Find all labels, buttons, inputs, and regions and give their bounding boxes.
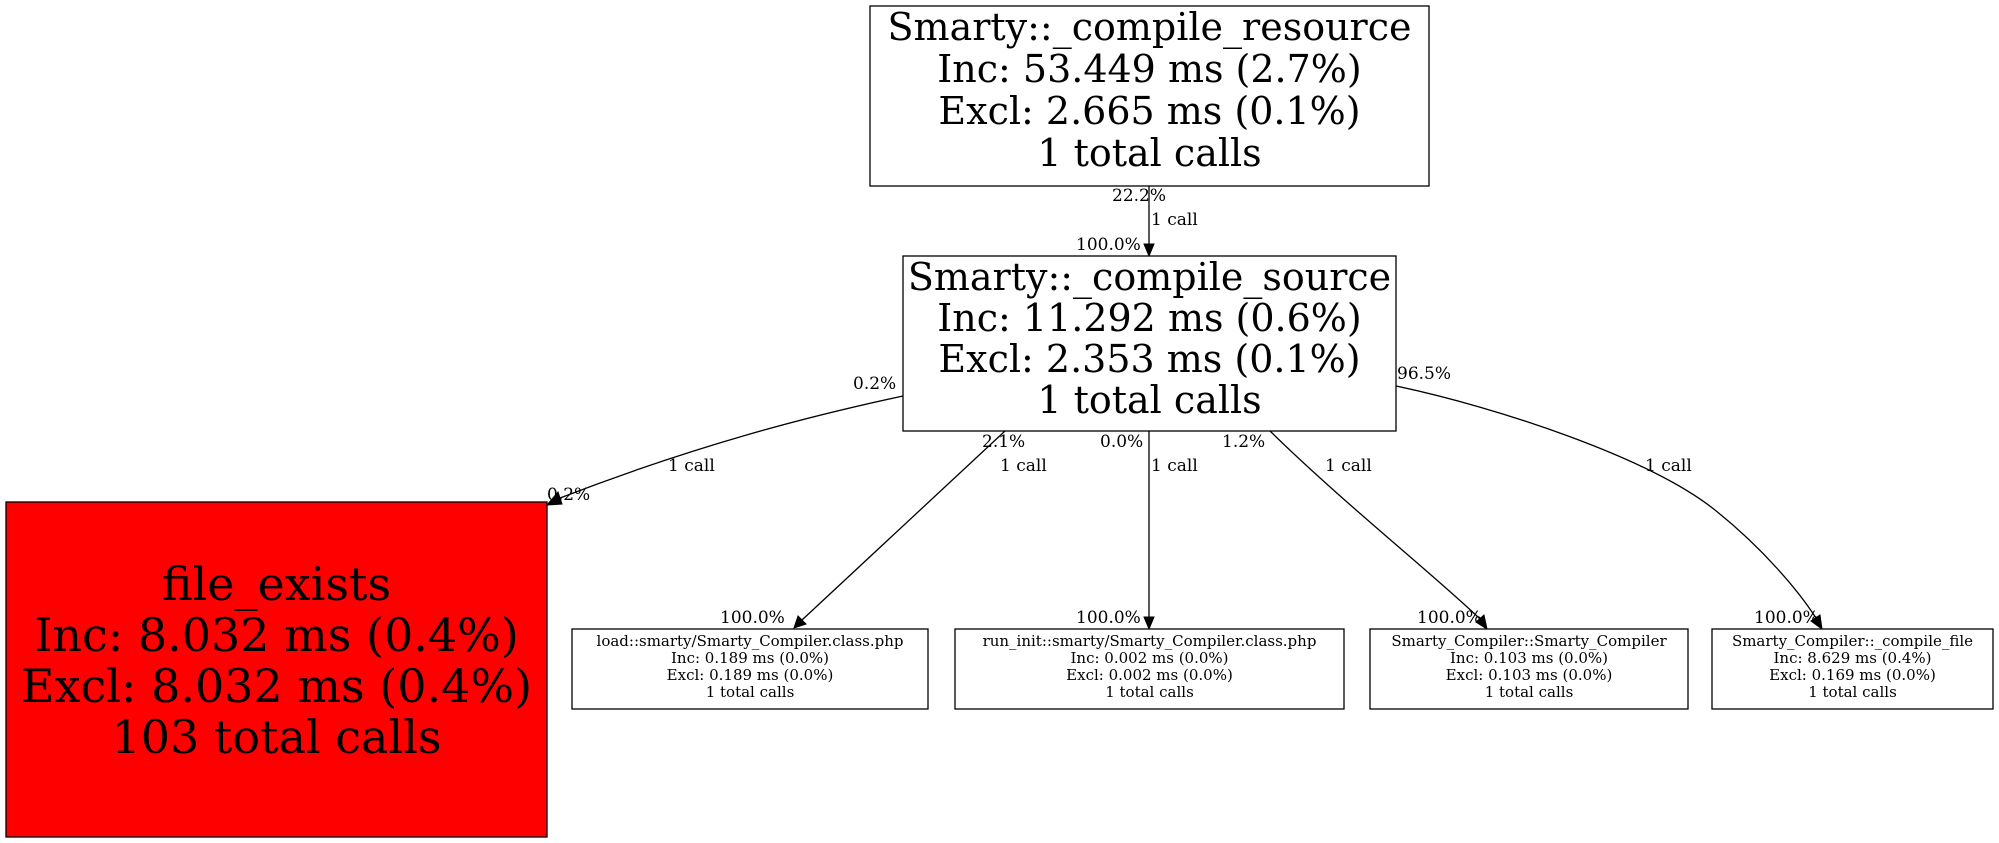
edge-head-label: 100.0% (1417, 608, 1482, 628)
edge-head-label: 100.0% (1076, 235, 1141, 255)
edge-tail-label: 1.2% (1222, 432, 1265, 452)
node-excl: Excl: 0.103 ms (0.0%) (1446, 666, 1613, 684)
node-name: file_exists (162, 557, 391, 611)
node-excl: Excl: 0.169 ms (0.0%) (1769, 666, 1936, 684)
node-compile-source: Smarty::_compile_source Inc: 11.292 ms (… (902, 255, 1397, 432)
edge-tail-label: 2.1% (982, 432, 1025, 452)
edge-compile-source-to-file-exists: 0.2% 1 call 0.2% (545, 374, 904, 506)
node-calls: 1 total calls (1808, 683, 1897, 701)
edge-calls-label: 1 call (1325, 456, 1372, 476)
edge-compile-source-to-compile-file: 96.5% 1 call 100.0% (1395, 364, 1823, 631)
edge-head-label: 100.0% (1076, 608, 1141, 628)
edge-calls-label: 1 call (668, 456, 715, 476)
node-calls: 1 total calls (706, 683, 795, 701)
node-inc: Inc: 53.449 ms (2.7%) (937, 47, 1362, 91)
node-excl: Excl: 8.032 ms (0.4%) (21, 659, 532, 713)
node-compiler-ctor: Smarty_Compiler::Smarty_Compiler Inc: 0.… (1369, 628, 1689, 710)
node-load-compiler: load::smarty/Smarty_Compiler.class.php I… (571, 628, 929, 710)
node-file-exists: file_exists Inc: 8.032 ms (0.4%) Excl: 8… (5, 501, 548, 838)
node-calls: 1 total calls (1105, 683, 1194, 701)
node-calls: 1 total calls (1037, 131, 1261, 175)
edge-head-label: 100.0% (1754, 608, 1819, 628)
node-name: run_init::smarty/Smarty_Compiler.class.p… (983, 632, 1317, 650)
edge-head-label: 0.2% (547, 485, 590, 505)
edge-calls-label: 1 call (1151, 210, 1198, 230)
node-inc: Inc: 0.103 ms (0.0%) (1450, 649, 1608, 667)
edge-head-label: 100.0% (720, 608, 785, 628)
node-name: Smarty::_compile_resource (888, 5, 1412, 50)
edge-tail-label: 96.5% (1397, 364, 1451, 384)
node-name: load::smarty/Smarty_Compiler.class.php (597, 632, 904, 650)
node-calls: 1 total calls (1485, 683, 1574, 701)
edge-compile-source-to-run-init-compiler: 0.0% 1 call 100.0% (1076, 431, 1198, 631)
edge-tail-label: 0.2% (853, 374, 896, 394)
node-excl: Excl: 2.353 ms (0.1%) (938, 337, 1360, 381)
node-inc: Inc: 11.292 ms (0.6%) (937, 296, 1362, 340)
node-inc: Inc: 0.189 ms (0.0%) (671, 649, 829, 667)
node-calls: 103 total calls (111, 710, 441, 764)
node-calls: 1 total calls (1037, 378, 1261, 422)
edge-compile-source-to-load-compiler: 2.1% 1 call 100.0% (720, 430, 1047, 629)
edge-calls-label: 1 call (1645, 456, 1692, 476)
node-excl: Excl: 0.002 ms (0.0%) (1066, 666, 1233, 684)
node-inc: Inc: 8.032 ms (0.4%) (34, 608, 519, 662)
node-inc: Inc: 0.002 ms (0.0%) (1070, 649, 1228, 667)
edge-compile-resource-to-compile-source: 22.2% 1 call 100.0% (1076, 186, 1198, 258)
node-compile-resource: Smarty::_compile_resource Inc: 53.449 ms… (869, 5, 1430, 187)
node-excl: Excl: 0.189 ms (0.0%) (667, 666, 834, 684)
edge-calls-label: 1 call (1000, 456, 1047, 476)
edge-compile-source-to-compiler-ctor: 1.2% 1 call 100.0% (1222, 430, 1488, 631)
node-name: Smarty::_compile_source (908, 255, 1391, 300)
node-compile-file: Smarty_Compiler::_compile_file Inc: 8.62… (1711, 628, 1994, 710)
node-name: Smarty_Compiler::_compile_file (1732, 632, 1973, 650)
edge-calls-label: 1 call (1151, 456, 1198, 476)
node-inc: Inc: 8.629 ms (0.4%) (1773, 649, 1931, 667)
edge-tail-label: 22.2% (1112, 186, 1166, 206)
node-run-init-compiler: run_init::smarty/Smarty_Compiler.class.p… (954, 628, 1345, 710)
node-excl: Excl: 2.665 ms (0.1%) (938, 89, 1360, 133)
edge-tail-label: 0.0% (1100, 432, 1143, 452)
node-name: Smarty_Compiler::Smarty_Compiler (1391, 632, 1667, 650)
